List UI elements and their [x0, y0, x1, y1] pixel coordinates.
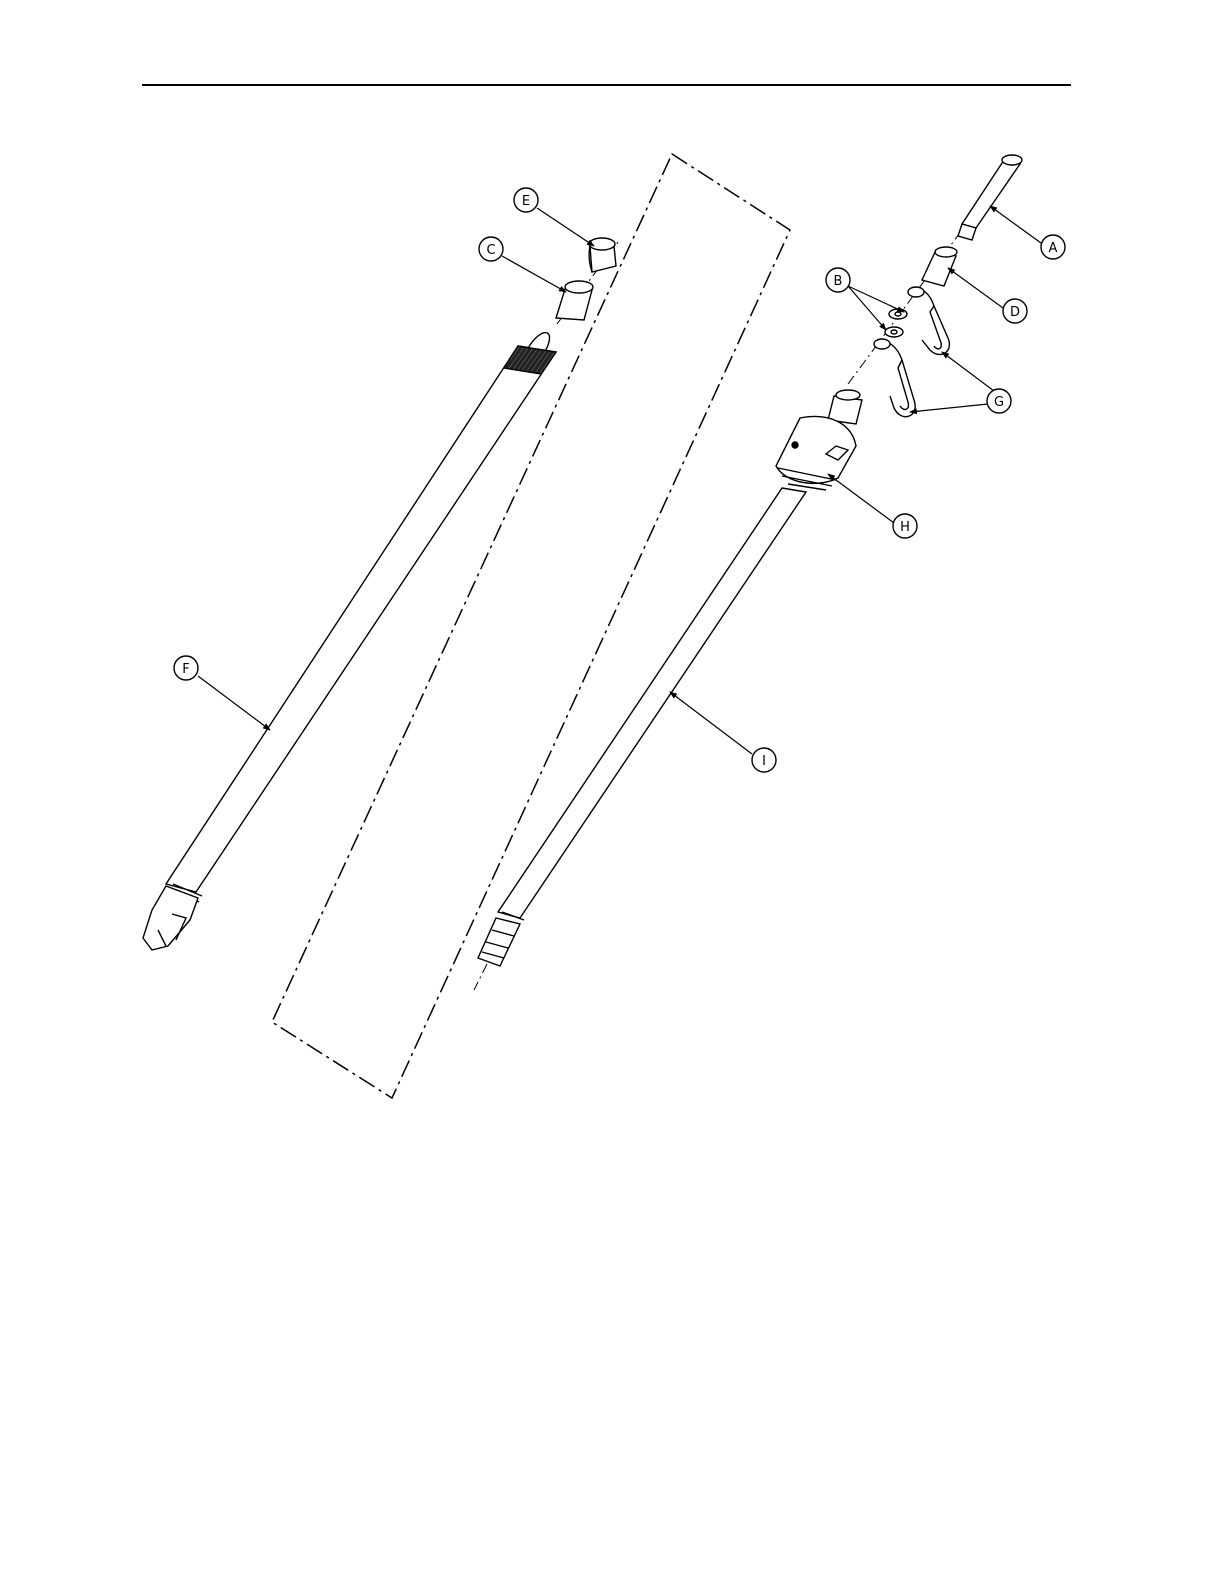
part-i-tube — [478, 488, 806, 966]
callout-d: D — [1003, 299, 1027, 323]
callout-h: H — [893, 514, 917, 538]
callout-g-label: G — [994, 395, 1004, 410]
callout-e-label: E — [522, 194, 530, 209]
callout-e: E — [514, 188, 538, 212]
callout-d-label: D — [1010, 305, 1020, 320]
part-d-spacer — [922, 247, 957, 286]
callout-c-label: C — [486, 243, 495, 258]
callout-a-label: A — [1049, 241, 1058, 256]
part-c-sleeve — [556, 281, 593, 320]
callout-a: A — [1041, 235, 1065, 259]
callout-f-label: F — [182, 662, 189, 677]
part-h-collar — [776, 390, 862, 490]
callout-i: I — [752, 748, 776, 772]
callout-f: F — [174, 656, 198, 680]
centerline-bottom — [474, 964, 487, 990]
callout-h-label: H — [900, 520, 910, 535]
callout-g: G — [987, 389, 1011, 413]
part-g-hooks — [874, 287, 949, 417]
callout-c: C — [479, 237, 503, 261]
callout-b-label: B — [834, 274, 843, 289]
callout-i-label: I — [762, 754, 766, 769]
callout-b: B — [826, 268, 850, 292]
part-e-cap — [589, 238, 616, 272]
part-b-washers — [885, 309, 907, 337]
part-f-tube — [143, 329, 556, 950]
part-a-bolt — [958, 155, 1022, 240]
